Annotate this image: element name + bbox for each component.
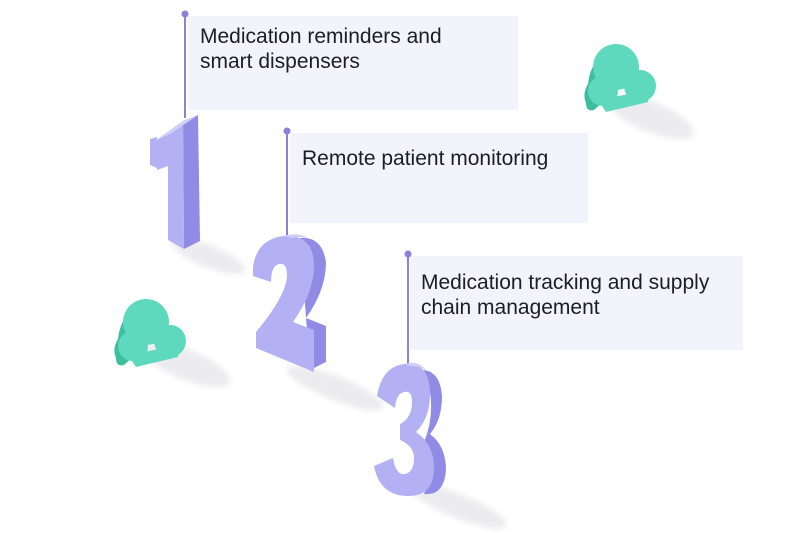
cloud-icon xyxy=(114,299,186,367)
step-3-card xyxy=(410,256,743,350)
step-2-label-line: Remote patient monitoring xyxy=(302,147,549,170)
pin-icon xyxy=(181,10,189,118)
step-3-label: Medication tracking and supply chain man… xyxy=(421,270,709,320)
step-2-card xyxy=(290,133,588,223)
step-1-label: Medication reminders and smart dispenser… xyxy=(200,24,442,74)
step-2-numeral xyxy=(253,234,326,372)
cloud-icon xyxy=(584,44,656,112)
step-3-label-line: Medication tracking and supply xyxy=(421,271,710,294)
step-1-card xyxy=(188,16,518,110)
step-1-label-line: Medication reminders and xyxy=(200,25,442,48)
step-1-numeral xyxy=(150,115,200,249)
step-3-label-line: chain management xyxy=(421,296,600,319)
pin-icon xyxy=(404,250,412,366)
step-2-label: Remote patient monitoring xyxy=(302,146,548,171)
pin-icon xyxy=(283,127,291,240)
step-1-label-line: smart dispensers xyxy=(200,50,360,73)
step-3-numeral xyxy=(374,362,446,496)
